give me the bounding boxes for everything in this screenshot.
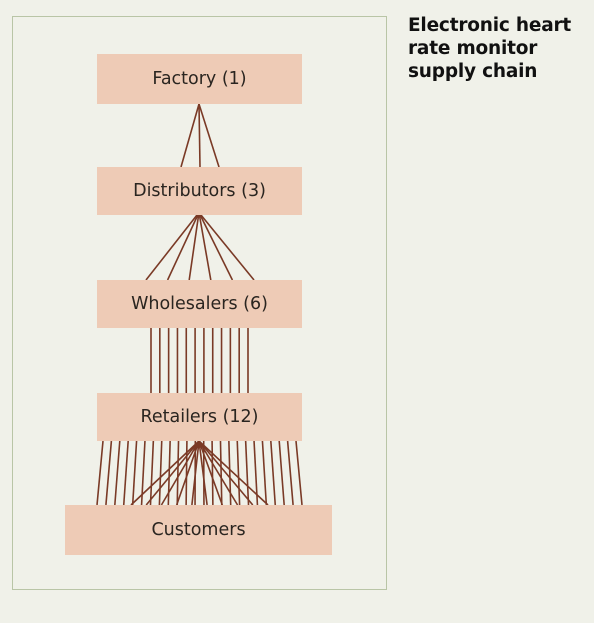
retailer-customer-link bbox=[114, 440, 121, 506]
retailer-customer-link bbox=[198, 440, 224, 506]
retailer-customer-link bbox=[278, 440, 285, 506]
retailer-customer-link bbox=[160, 440, 200, 506]
retailer-customer-link bbox=[286, 440, 294, 506]
tier-distributors-box: Distributors (3) bbox=[97, 167, 302, 215]
retailer-customer-link bbox=[270, 440, 277, 506]
distributor-wholesaler-link bbox=[200, 214, 255, 281]
retailer-customer-link bbox=[244, 440, 250, 506]
tier-customers-box: Customers bbox=[65, 505, 332, 555]
distributor-wholesaler-link bbox=[198, 214, 212, 281]
retailer-customer-link bbox=[219, 440, 223, 506]
retailer-customer-link bbox=[158, 440, 163, 506]
distributor-wholesaler-link bbox=[145, 214, 198, 281]
retailer-customer-link bbox=[211, 440, 214, 506]
factory-distributor-link bbox=[198, 103, 220, 168]
retailer-customer-link bbox=[96, 440, 104, 506]
tier-retailers-box: Retailers (12) bbox=[97, 393, 302, 441]
diagram-title: Electronic heart rate monitor supply cha… bbox=[408, 14, 588, 83]
retailer-customer-link bbox=[176, 440, 180, 506]
retailer-customer-link bbox=[295, 440, 303, 506]
retailer-customer-link bbox=[191, 440, 200, 506]
retailer-customer-link bbox=[145, 440, 200, 506]
diagram-title-line-3: supply chain bbox=[408, 61, 538, 82]
retailer-customer-link bbox=[185, 440, 188, 506]
retailer-customer-link bbox=[198, 440, 269, 506]
retailer-customer-link bbox=[130, 440, 200, 506]
tier-wholesalers-box: Wholesalers (6) bbox=[97, 280, 302, 328]
tier-factory-label: Factory (1) bbox=[152, 69, 247, 89]
retailer-customer-link bbox=[175, 440, 200, 506]
diagram-title-line-2: rate monitor bbox=[408, 38, 538, 59]
tier-wholesalers-label: Wholesalers (6) bbox=[131, 294, 268, 314]
factory-distributor-link bbox=[198, 103, 201, 168]
tier-factory-box: Factory (1) bbox=[97, 54, 302, 104]
retailer-customer-link bbox=[198, 440, 254, 506]
tier-retailers-label: Retailers (12) bbox=[140, 407, 259, 427]
retailer-customer-link bbox=[228, 440, 232, 506]
retailer-customer-link bbox=[236, 440, 241, 506]
diagram-title-line-1: Electronic heart bbox=[408, 15, 572, 36]
factory-distributor-link bbox=[180, 103, 200, 168]
retailer-customer-link bbox=[131, 440, 138, 506]
distributor-wholesaler-link bbox=[166, 214, 199, 281]
distributor-wholesaler-link bbox=[188, 214, 200, 281]
diagram-frame bbox=[12, 16, 387, 590]
retailer-customer-link bbox=[198, 440, 239, 506]
retailer-customer-link bbox=[261, 440, 268, 506]
retailer-customer-link bbox=[105, 440, 113, 506]
retailer-customer-link bbox=[198, 440, 208, 506]
tier-distributors-label: Distributors (3) bbox=[133, 181, 266, 201]
retailer-customer-link bbox=[149, 440, 155, 506]
tier-customers-label: Customers bbox=[151, 520, 246, 540]
distributor-wholesaler-link bbox=[199, 214, 234, 281]
retailer-customer-link bbox=[122, 440, 129, 506]
retailer-customer-link bbox=[167, 440, 171, 506]
